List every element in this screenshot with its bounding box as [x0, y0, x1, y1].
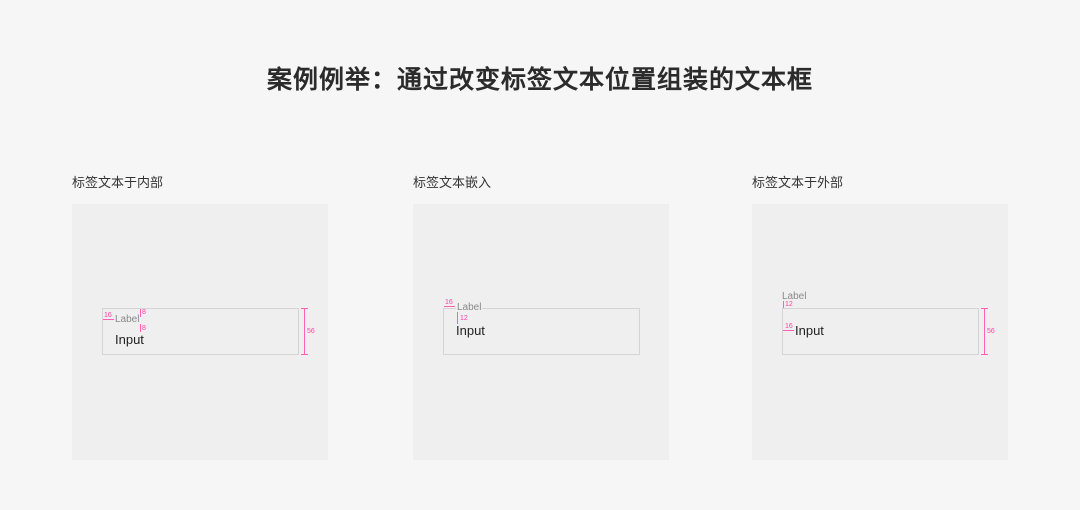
- field-label: Label: [456, 302, 483, 313]
- padding-left-measure-line: [783, 330, 794, 331]
- field-label: Label: [782, 291, 807, 302]
- text-field[interactable]: [443, 308, 640, 355]
- padding-left-measure-line: [444, 306, 455, 307]
- padding-left-measure: 16: [104, 312, 112, 319]
- field-input-text: Input: [456, 323, 485, 338]
- height-measure-cap-top: [301, 308, 308, 309]
- padding-left-measure: 16: [445, 299, 453, 306]
- text-field[interactable]: [102, 308, 299, 355]
- height-measure-line: [984, 308, 985, 355]
- panel-heading: 标签文本嵌入: [413, 176, 492, 191]
- panel-heading: 标签文本于外部: [752, 176, 844, 191]
- label-gap-measure-line: [457, 312, 458, 324]
- text-field[interactable]: [782, 308, 979, 355]
- example-card: Label Input 12 16 56: [752, 204, 1008, 460]
- example-card: Label Input 16 8 8 56: [72, 204, 328, 460]
- padding-left-measure-line: [103, 319, 114, 320]
- padding-left-measure: 16: [785, 323, 793, 330]
- field-label: Label: [115, 314, 140, 325]
- label-gap-measure: 12: [460, 315, 468, 322]
- panel-heading: 标签文本于内部: [72, 176, 164, 191]
- height-measure-cap-bottom: [301, 354, 308, 355]
- height-measure: 56: [987, 328, 995, 335]
- field-input-text: Input: [115, 332, 144, 347]
- height-measure-cap-top: [981, 308, 988, 309]
- example-card: Label Input 16 12: [413, 204, 669, 460]
- label-gap-measure-line: [783, 301, 784, 308]
- height-measure-line: [304, 308, 305, 355]
- page-title: 案例例举：通过改变标签文本位置组装的文本框: [266, 65, 813, 94]
- field-input-text: Input: [795, 323, 824, 338]
- label-gap-measure: 8: [142, 325, 146, 332]
- panel-label-outside: 标签文本于外部 Label Input 12 16 56: [752, 174, 1012, 460]
- panel-label-embedded: 标签文本嵌入 Label Input 16 12: [413, 174, 673, 460]
- label-top-measure-line: [140, 309, 141, 317]
- panel-label-inside: 标签文本于内部 Label Input 16 8 8 56: [72, 174, 332, 460]
- height-measure: 56: [307, 328, 315, 335]
- height-measure-cap-bottom: [981, 354, 988, 355]
- label-gap-measure: 12: [785, 301, 793, 308]
- label-top-measure: 8: [142, 309, 146, 316]
- label-gap-measure-line: [140, 324, 141, 332]
